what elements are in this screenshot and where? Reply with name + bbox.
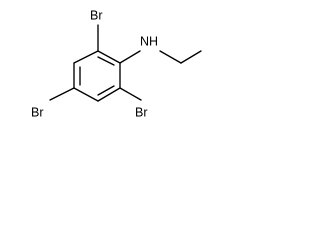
- ring-bond-c1-c2: [97, 50, 121, 64]
- ring-double-bond-c1-c2: [97, 56, 115, 66]
- bond-ch2-ch3: [180, 50, 202, 64]
- ring-bond-c2-c3: [73, 50, 99, 64]
- ring-bond-c5-c6: [97, 87, 121, 102]
- atom-label-br-top: Br: [90, 8, 103, 22]
- atom-label-nh: NH: [140, 34, 158, 48]
- atom-label-br-left: Br: [31, 105, 44, 119]
- ring-bond-c4-c5: [73, 87, 99, 102]
- bond-c4-br-left: [49, 87, 75, 101]
- atom-label-br-right: Br: [135, 105, 148, 119]
- bond-c6-br-right: [119, 87, 142, 101]
- ring-double-bond-c5-c6: [97, 85, 115, 96]
- bond-n-ch2: [159, 50, 182, 64]
- bond-c1-n: [119, 50, 141, 64]
- structural-formula: Br NH Br Br: [31, 8, 202, 119]
